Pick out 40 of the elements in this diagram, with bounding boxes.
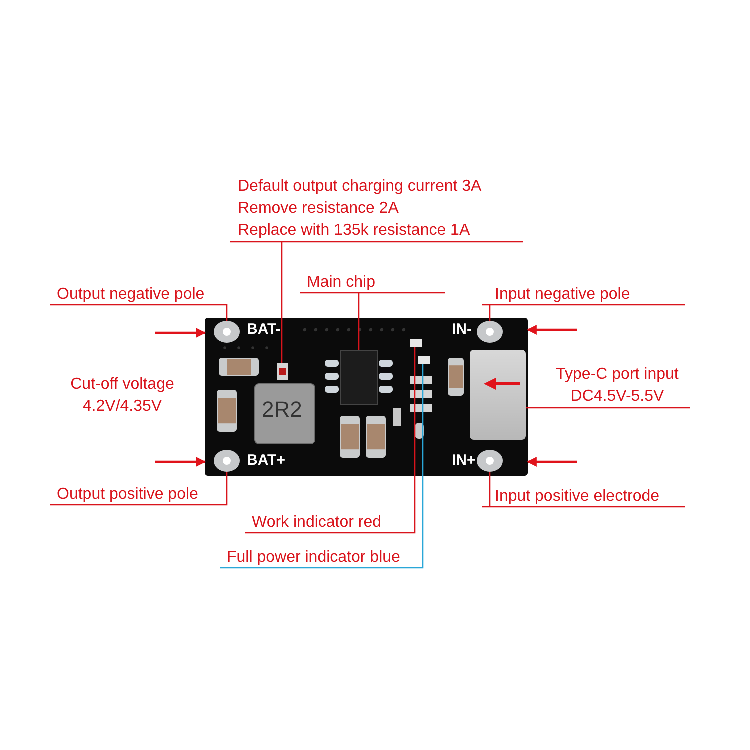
callout-text: Work indicator red bbox=[245, 513, 415, 533]
resistor bbox=[277, 363, 288, 380]
leader-line bbox=[50, 304, 228, 321]
arrow bbox=[155, 457, 206, 467]
pin-label: IN- bbox=[452, 321, 472, 339]
solder-pad bbox=[214, 450, 240, 472]
led bbox=[418, 356, 430, 364]
arrow bbox=[527, 325, 577, 335]
callout-text: Type-C port input DC4.5V-5.5V bbox=[545, 364, 690, 408]
leader-line bbox=[526, 407, 690, 409]
component-marking: 2R2 bbox=[262, 398, 302, 422]
solder-pad bbox=[477, 321, 503, 343]
leader-line bbox=[481, 304, 686, 322]
callout-text: Replace with 135k resistance 1A bbox=[237, 221, 470, 241]
callout-text: Full power indicator blue bbox=[220, 548, 422, 568]
leader-line bbox=[299, 292, 446, 351]
leader-line bbox=[229, 241, 524, 364]
leader-line bbox=[220, 364, 424, 569]
voltage-label: Cut-off voltage 4.2V/4.35V bbox=[70, 375, 176, 417]
leader-line bbox=[245, 347, 416, 534]
pin-label: BAT+ bbox=[247, 452, 286, 470]
leader-line bbox=[50, 472, 228, 506]
usb-port bbox=[470, 350, 526, 440]
callout-text: Main chip bbox=[300, 273, 445, 293]
pin-label: IN+ bbox=[452, 452, 476, 470]
callout-text: Remove resistance 2A bbox=[237, 199, 399, 219]
arrow bbox=[527, 457, 577, 467]
circuit-board-drawing bbox=[205, 318, 528, 476]
callout-text: Output negative pole bbox=[50, 285, 227, 305]
leader-line bbox=[481, 471, 686, 508]
callout-text: Default output charging current 3A bbox=[237, 177, 482, 197]
callout-text: Input positive electrode bbox=[482, 487, 685, 507]
pin-label: BAT- bbox=[247, 321, 281, 339]
solder-pad bbox=[214, 321, 240, 343]
led bbox=[410, 339, 422, 347]
arrow bbox=[155, 328, 206, 338]
callout-text: Input negative pole bbox=[482, 285, 685, 305]
callout-text: Output positive pole bbox=[50, 485, 227, 505]
solder-pad bbox=[477, 450, 503, 472]
chip bbox=[340, 350, 378, 405]
